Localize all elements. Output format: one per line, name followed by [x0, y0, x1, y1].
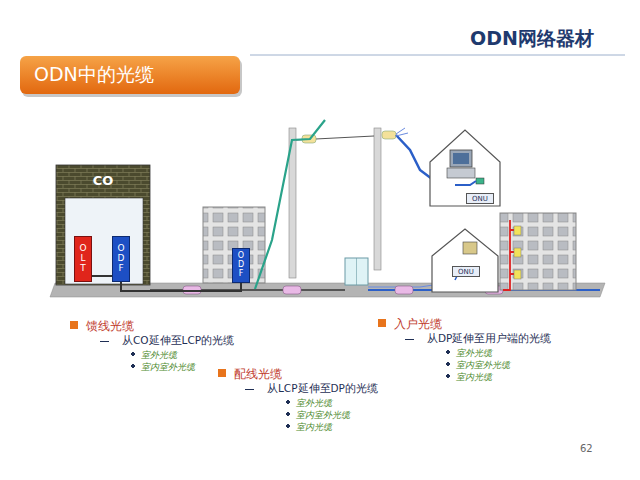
sub-item: 从CO延伸至LCP的光缆 — [100, 334, 234, 348]
lcp-cabinet — [345, 258, 368, 285]
onu-box: ONU — [466, 193, 494, 204]
riser-cable — [503, 220, 520, 290]
splice-closure — [283, 286, 301, 294]
title-text: ODN中的光缆 — [34, 62, 154, 88]
rule — [250, 55, 625, 56]
node-text: ODF — [117, 244, 126, 274]
office-building — [203, 207, 265, 283]
house — [432, 229, 498, 292]
node-text: ONU — [458, 268, 474, 276]
title-banner: ODN中的光缆 — [20, 56, 240, 94]
co-building — [56, 165, 150, 285]
heading: 馈线光缆 — [70, 318, 134, 335]
splice-closure — [395, 286, 413, 294]
page-number: 62 — [580, 443, 593, 454]
node-text: ONU — [472, 195, 488, 203]
bullet-item: 室内光缆 — [285, 421, 332, 434]
node-text: CO — [93, 173, 114, 188]
node-text: OLT — [79, 244, 88, 274]
telephone — [463, 242, 477, 254]
green-cable — [255, 120, 325, 289]
sub-item: 从LCP延伸至DP的光缆 — [245, 382, 378, 396]
apartment-building — [500, 213, 576, 290]
node-text: ODF — [237, 252, 245, 278]
odf-box: ODF — [232, 248, 250, 283]
fiber-connector — [121, 282, 241, 291]
olt-box: OLT — [74, 236, 92, 282]
fiber-connector — [92, 276, 112, 277]
odf-box: ODF — [112, 236, 130, 282]
co-label-box: COOLTODF — [56, 165, 150, 197]
sub-item: 从DP延伸至用户端的光缆 — [405, 332, 551, 346]
header-title: ODN网络器材 — [470, 26, 594, 52]
computer — [450, 150, 472, 167]
house — [430, 130, 500, 206]
co-room — [65, 198, 143, 284]
pole — [374, 128, 381, 270]
aerial-closure — [382, 131, 396, 139]
heading: 配线光缆 — [218, 366, 282, 383]
fiber-fanout — [396, 128, 408, 136]
bullet-item: 室内室外光缆 — [130, 361, 195, 374]
heading: 入户光缆 — [378, 316, 442, 333]
bullet-item: 室内光缆 — [445, 371, 492, 384]
onu-box: ONU — [452, 266, 480, 277]
